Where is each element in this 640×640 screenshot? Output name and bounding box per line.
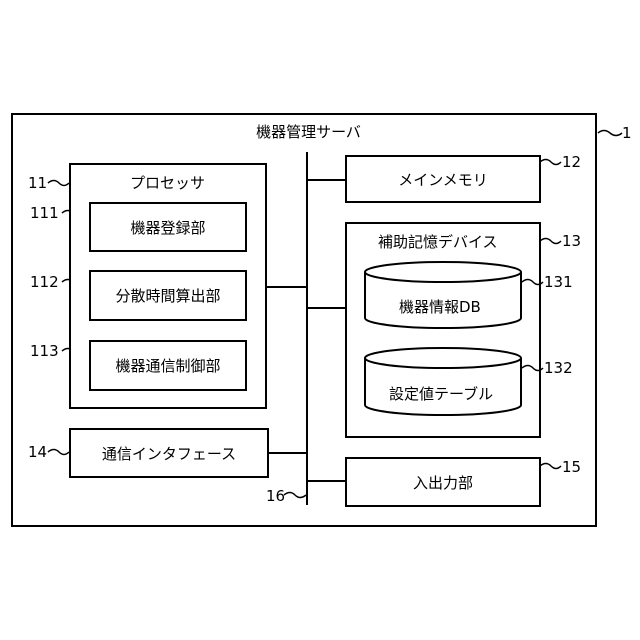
module-distribution-time-calc: 分散時間算出部 bbox=[89, 270, 247, 321]
db-label: 機器情報DB bbox=[399, 296, 481, 317]
module-machine-registration: 機器登録部 bbox=[89, 202, 247, 252]
comm-interface-box: 通信インタフェース bbox=[69, 428, 269, 478]
main-memory-ref: 12 bbox=[562, 153, 581, 171]
io-unit-ref: 15 bbox=[562, 458, 581, 476]
storage-ref: 13 bbox=[562, 232, 581, 250]
bus-ref: 16 bbox=[266, 487, 285, 505]
storage-box bbox=[345, 222, 541, 438]
module-ref: 111 bbox=[30, 204, 59, 222]
db-ref: 131 bbox=[544, 273, 573, 291]
server-title: 機器管理サーバ bbox=[10, 121, 607, 142]
server-ref: 1 bbox=[622, 124, 632, 142]
module-machine-comm-control: 機器通信制御部 bbox=[89, 340, 247, 391]
table-ref: 132 bbox=[544, 359, 573, 377]
storage-title: 補助記憶デバイス bbox=[378, 231, 498, 252]
module-ref: 113 bbox=[30, 342, 59, 360]
processor-ref: 11 bbox=[28, 174, 47, 192]
io-unit-box: 入出力部 bbox=[345, 457, 541, 507]
table-label: 設定値テーブル bbox=[389, 383, 493, 404]
processor-title: プロセッサ bbox=[130, 172, 205, 193]
module-ref: 112 bbox=[30, 273, 59, 291]
main-memory-box: メインメモリ bbox=[345, 155, 541, 203]
comm-interface-ref: 14 bbox=[28, 443, 47, 461]
